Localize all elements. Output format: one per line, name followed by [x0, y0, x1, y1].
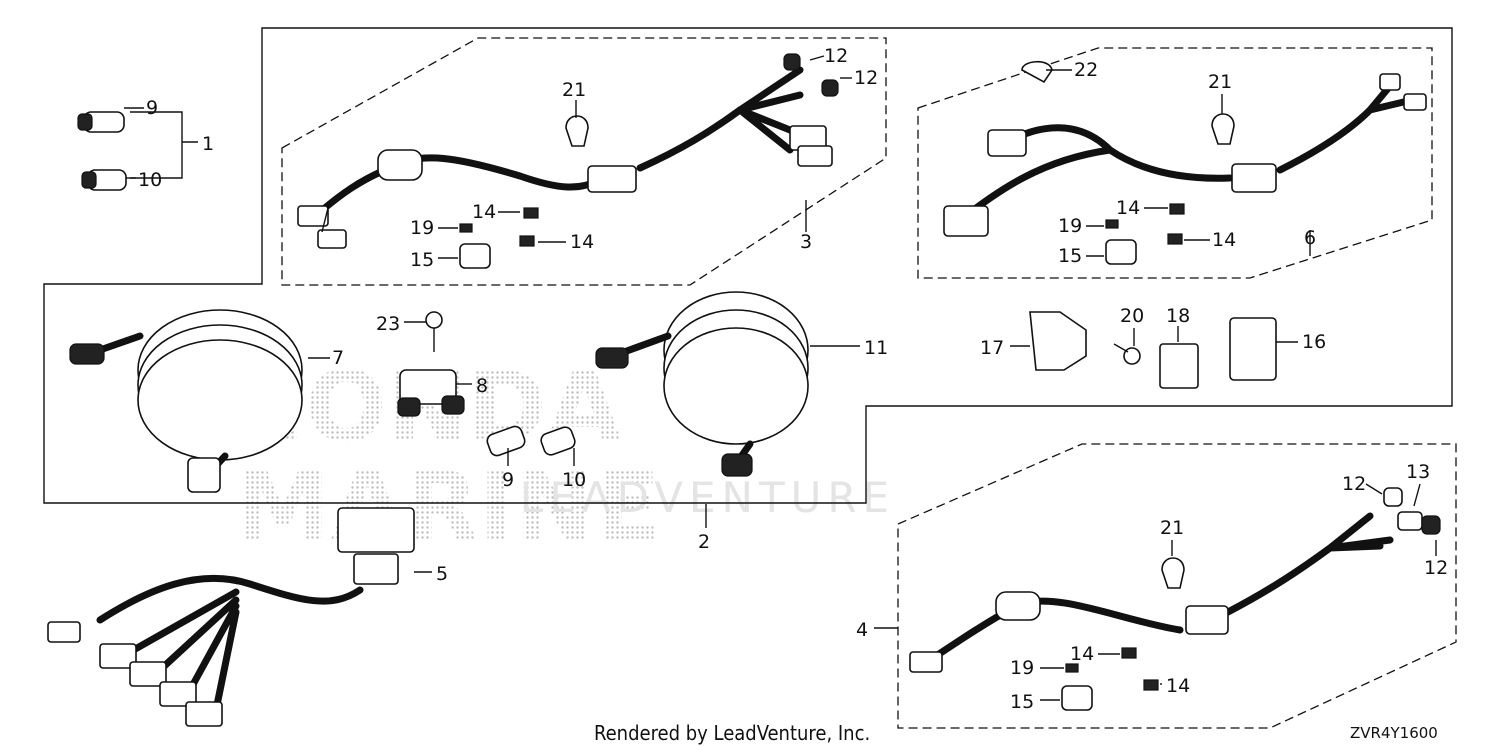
clip-21c — [1161, 557, 1185, 589]
harness-5 — [47, 507, 415, 727]
callout-16: 16 — [1302, 331, 1326, 353]
callout-1: 1 — [202, 133, 214, 155]
callout-20: 20 — [1120, 305, 1144, 327]
harness-4 — [909, 487, 1441, 673]
callout-17: 17 — [980, 337, 1004, 359]
callout-14-d: 14 — [1212, 229, 1236, 251]
callout-21-c: 21 — [1160, 517, 1184, 539]
fuse-14c — [1169, 203, 1185, 215]
callout-9-mid: 9 — [502, 469, 514, 491]
callout-7: 7 — [332, 347, 344, 369]
callout-12-b: 12 — [854, 67, 878, 89]
callout-15-a: 15 — [410, 249, 434, 271]
callout-5: 5 — [436, 563, 448, 585]
callout-6: 6 — [1304, 227, 1316, 249]
harness-3 — [297, 53, 839, 249]
kit-frame — [43, 27, 1453, 504]
callout-3: 3 — [800, 231, 812, 253]
callout-12-a: 12 — [824, 45, 848, 67]
cable-7 — [69, 309, 303, 493]
callout-22: 22 — [1074, 59, 1098, 81]
clip-19a — [459, 223, 473, 233]
fuse-14b — [519, 235, 535, 247]
screw-23 — [425, 311, 443, 352]
bracket-17 — [1029, 311, 1087, 371]
fuse-14f — [1143, 679, 1159, 691]
connector-cap-10-mid — [540, 426, 576, 456]
callout-19-b: 19 — [1058, 215, 1082, 237]
harness-6-box — [917, 47, 1433, 279]
callout-2: 2 — [698, 531, 710, 553]
callout-23: 23 — [376, 313, 400, 335]
fuse-14e — [1121, 647, 1137, 659]
callout-9-top: 9 — [146, 97, 158, 119]
relay-16 — [1229, 317, 1277, 381]
t-connector-8 — [397, 369, 465, 417]
callout-15-c: 15 — [1010, 691, 1034, 713]
diagram-code: ZVR4Y1600 — [1350, 724, 1438, 742]
callout-14-c: 14 — [1116, 197, 1140, 219]
callout-14-f: 14 — [1166, 675, 1190, 697]
callout-11: 11 — [864, 337, 888, 359]
connector-cap-10-top — [81, 169, 127, 191]
callout-10-top: 10 — [138, 169, 162, 191]
leader-lines — [124, 55, 1437, 701]
cable-11 — [595, 291, 809, 477]
callout-14-e: 14 — [1070, 643, 1094, 665]
relay-cover-18 — [1159, 343, 1199, 389]
callout-21-a: 21 — [562, 79, 586, 101]
watermark-brand-bottom: MARINE — [235, 451, 660, 563]
callout-8: 8 — [476, 375, 488, 397]
callout-14-a: 14 — [472, 201, 496, 223]
watermark-company: LEADVENTURE — [520, 473, 895, 522]
callout-14-b: 14 — [570, 231, 594, 253]
fuse-14d — [1167, 233, 1183, 245]
fuse-holder-15a — [459, 243, 491, 269]
callout-10-mid: 10 — [562, 469, 586, 491]
clip-21a — [565, 115, 589, 147]
harness-3-box — [281, 37, 887, 286]
callout-19-a: 19 — [410, 217, 434, 239]
connector-cap-9-top — [77, 111, 125, 133]
callout-19-c: 19 — [1010, 657, 1034, 679]
connector-cap-9-mid — [486, 425, 526, 457]
callout-18: 18 — [1166, 305, 1190, 327]
clip-19b — [1105, 219, 1119, 229]
callout-21-b: 21 — [1208, 71, 1232, 93]
fuse-holder-15c — [1061, 685, 1093, 711]
fuse-14a — [523, 207, 539, 219]
fuse-holder-15b — [1105, 239, 1137, 265]
harness-4-box — [897, 443, 1457, 729]
callout-labels: 9 10 1 12 12 21 14 14 19 15 3 22 21 14 1… — [138, 45, 1448, 713]
footer-credit: Rendered by LeadVenture, Inc. — [594, 721, 870, 745]
callout-15-b: 15 — [1058, 245, 1082, 267]
clamp-22 — [1021, 60, 1053, 84]
callout-12-c: 12 — [1342, 473, 1366, 495]
callout-13: 13 — [1406, 461, 1430, 483]
harness-6 — [943, 73, 1427, 237]
callout-12-d: 12 — [1424, 557, 1448, 579]
clip-21b — [1211, 113, 1235, 145]
callout-4: 4 — [856, 619, 868, 641]
clip-19c — [1065, 663, 1079, 673]
